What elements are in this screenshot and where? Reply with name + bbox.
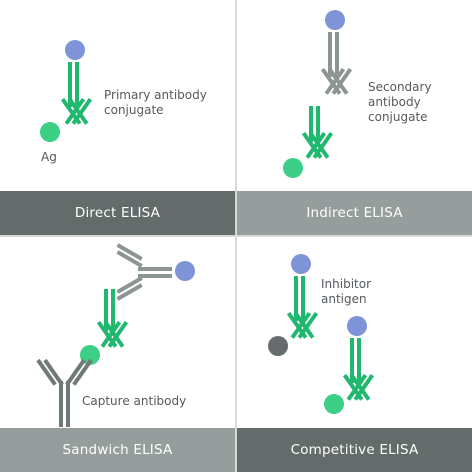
enzyme-label: [175, 261, 195, 281]
antibody-with-inhibitor: [286, 276, 319, 339]
panel-title: Indirect ELISA: [237, 191, 472, 235]
secondary-antibody: [320, 32, 353, 95]
primary-antibody: [60, 62, 93, 125]
panel-sandwich-elisa: Capture antibody Sandwich ELISA: [0, 237, 235, 472]
inhibitor-antigen: [268, 336, 288, 356]
antigen: [80, 345, 100, 365]
primary-antibody-label: Primary antibody conjugate: [104, 88, 207, 117]
antigen-label: Ag: [41, 150, 57, 164]
sandwich-elisa-illustration: [36, 243, 195, 427]
enzyme-label: [291, 254, 311, 274]
antigen: [40, 122, 60, 142]
inhibitor-antigen-label: Inhibitor antigen: [321, 277, 372, 306]
indirect-elisa-illustration: [283, 10, 353, 178]
detection-antibody: [96, 289, 129, 348]
primary-antibody: [301, 106, 334, 159]
competitive-elisa-illustration: [268, 254, 375, 414]
capture-antibody: [36, 358, 93, 427]
detection-secondary-antibody: [116, 243, 172, 301]
enzyme-label: [347, 316, 367, 336]
direct-elisa-illustration: [40, 40, 93, 142]
panel-title: Direct ELISA: [0, 191, 235, 235]
antigen: [283, 158, 303, 178]
secondary-antibody-label: Secondary antibody conjugate: [368, 80, 432, 124]
enzyme-label: [65, 40, 85, 60]
capture-antibody-label: Capture antibody: [82, 394, 187, 408]
panel-title: Sandwich ELISA: [0, 428, 235, 472]
panel-indirect-elisa: Secondary antibody conjugate Indirect EL…: [237, 0, 472, 235]
panel-competitive-elisa: Inhibitor antigen Competitive ELISA: [237, 237, 472, 472]
panel-direct-elisa: Primary antibody conjugate Ag Direct ELI…: [0, 0, 235, 235]
panel-title: Competitive ELISA: [237, 428, 472, 472]
antibody-with-antigen: [342, 338, 375, 401]
antigen: [324, 394, 344, 414]
enzyme-label: [325, 10, 345, 30]
